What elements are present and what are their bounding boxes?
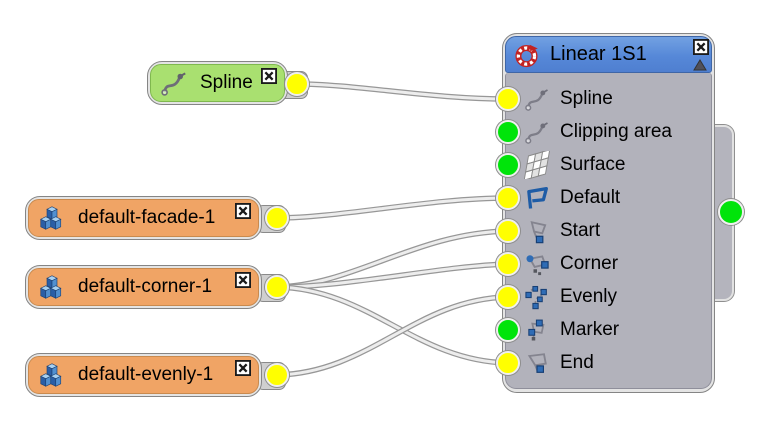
input-row-marker[interactable]: Marker xyxy=(506,313,711,346)
cubes-icon xyxy=(40,275,62,299)
spline-icon xyxy=(161,72,186,96)
input-row-evenly[interactable]: Evenly xyxy=(506,280,711,313)
generator-icon xyxy=(515,44,538,67)
input-port-corner[interactable] xyxy=(496,252,520,276)
segment-corner-icon xyxy=(526,254,549,275)
wire-corner-to-corner[interactable] xyxy=(274,261,511,290)
surface-icon xyxy=(523,150,551,179)
spline-icon xyxy=(525,88,548,111)
input-port-start[interactable] xyxy=(496,219,520,243)
input-label: Clipping area xyxy=(560,120,672,142)
input-port-end[interactable] xyxy=(496,351,520,375)
input-row-corner[interactable]: Corner xyxy=(506,247,711,280)
input-port-spline[interactable] xyxy=(496,87,520,111)
node-title: Linear 1S1 xyxy=(550,43,647,65)
node-default-corner-1[interactable]: default-corner-1 xyxy=(25,265,262,309)
linear-output-port[interactable] xyxy=(718,199,744,225)
source-port-default-evenly-1[interactable] xyxy=(265,363,289,387)
node-header[interactable]: Linear 1S1 xyxy=(505,36,712,73)
input-row-surface[interactable]: Surface xyxy=(506,148,711,181)
input-port-marker[interactable] xyxy=(496,318,520,342)
node-linear-1s1[interactable]: Linear 1S1 Spline xyxy=(502,33,715,393)
node-spline[interactable]: Spline xyxy=(147,61,288,105)
input-port-surface[interactable] xyxy=(496,153,520,177)
input-label: Evenly xyxy=(560,285,618,307)
wire-facade-to-default[interactable] xyxy=(274,195,511,221)
input-row-default[interactable]: Default xyxy=(506,181,711,214)
node-label: default-corner-1 xyxy=(78,276,213,297)
node-label: Spline xyxy=(200,72,253,93)
close-icon[interactable] xyxy=(235,203,251,219)
collapse-arrow-icon[interactable] xyxy=(693,58,707,71)
input-port-default[interactable] xyxy=(496,186,520,210)
input-label: Spline xyxy=(560,87,613,109)
segment-start-icon xyxy=(530,220,547,243)
input-label: Marker xyxy=(560,318,620,340)
node-label: default-facade-1 xyxy=(78,207,216,228)
input-row-spline[interactable]: Spline xyxy=(506,82,711,115)
segment-marker-icon xyxy=(528,319,545,340)
input-label: End xyxy=(560,351,594,373)
input-label: Corner xyxy=(560,252,619,274)
spline-icon xyxy=(525,121,548,144)
input-row-start[interactable]: Start xyxy=(506,214,711,247)
source-port-default-facade-1[interactable] xyxy=(265,206,289,230)
segment-end-icon xyxy=(527,352,547,373)
wire-corner-to-end[interactable] xyxy=(274,284,511,366)
node-default-facade-1[interactable]: default-facade-1 xyxy=(25,196,262,240)
segment-evenly-icon xyxy=(525,285,547,309)
source-port-spline[interactable] xyxy=(285,72,309,96)
source-port-default-corner-1[interactable] xyxy=(265,275,289,299)
close-icon[interactable] xyxy=(235,272,251,288)
cubes-icon xyxy=(40,206,62,230)
cubes-icon xyxy=(40,363,62,387)
close-icon[interactable] xyxy=(693,39,709,55)
input-port-evenly[interactable] xyxy=(496,285,520,309)
node-label: default-evenly-1 xyxy=(78,364,214,385)
input-port-clipping-area[interactable] xyxy=(496,120,520,144)
node-default-evenly-1[interactable]: default-evenly-1 xyxy=(25,353,262,397)
wire-spline-to-spline[interactable] xyxy=(294,81,511,102)
node-body: Spline Clipping area Sur xyxy=(505,73,712,389)
close-icon[interactable] xyxy=(235,360,251,376)
input-label: Surface xyxy=(560,153,626,175)
input-label: Default xyxy=(560,186,621,208)
input-row-end[interactable]: End xyxy=(506,346,711,379)
input-label: Start xyxy=(560,219,601,241)
input-row-clipping-area[interactable]: Clipping area xyxy=(506,115,711,148)
wire-evenly-to-evenly[interactable] xyxy=(274,294,511,378)
close-icon[interactable] xyxy=(261,68,277,84)
segment-default-icon xyxy=(527,186,548,209)
